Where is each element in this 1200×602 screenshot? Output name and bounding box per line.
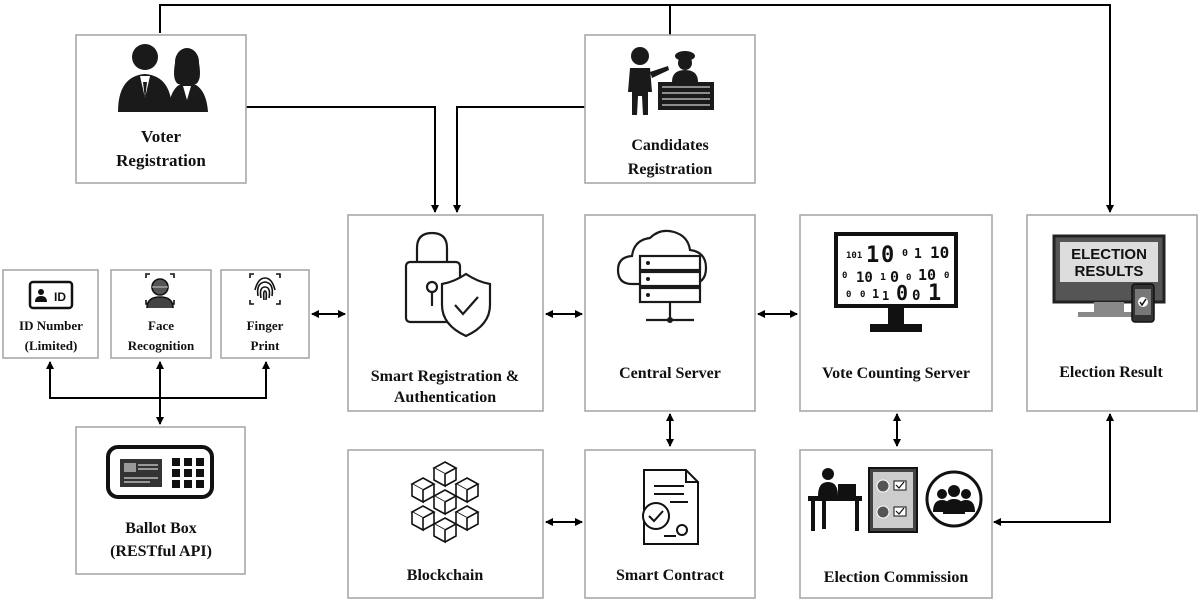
svg-text:0: 0 <box>881 243 894 268</box>
election-results-screen-line-1: ELECTION <box>1071 246 1147 263</box>
election-results-screen-line-2: RESULTS <box>1075 263 1144 280</box>
smart-contract-label: Smart Contract <box>616 567 725 584</box>
voter-registration-label-2: Registration <box>116 151 206 170</box>
blockchain-label: Blockchain <box>407 567 484 584</box>
central-server-label: Central Server <box>619 365 721 382</box>
svg-text:0: 0 <box>842 271 847 281</box>
ballot-box-label-2: (RESTful API) <box>110 543 212 560</box>
svg-text:1: 1 <box>928 281 941 306</box>
central-server-node: Central Server <box>584 214 756 412</box>
vote-counting-server-node: 101 1 0 0 1 10 0 10 1 0 0 10 0 0 0 1 1 0… <box>799 214 993 412</box>
blockchain-node: Blockchain <box>347 449 544 599</box>
candidates-registration-label-2: Registration <box>628 161 713 178</box>
svg-text:0: 0 <box>846 290 851 300</box>
svg-text:1: 1 <box>914 247 922 262</box>
face-recognition-node: Face Recognition <box>110 269 212 359</box>
finger-print-label-1: Finger <box>247 318 284 333</box>
finger-print-label-2: Print <box>251 338 281 353</box>
svg-text:0: 0 <box>944 271 949 281</box>
svg-text:10: 10 <box>918 266 936 284</box>
candidate-list-icon <box>868 467 918 533</box>
candidates-desk-icon <box>628 47 714 115</box>
lock-shield-icon <box>404 231 492 338</box>
connector-voter-to-result <box>159 4 1114 213</box>
election-commission-label: Election Commission <box>824 569 969 586</box>
election-result-label: Election Result <box>1059 364 1163 381</box>
id-number-label-1: ID Number <box>19 318 83 333</box>
connectors <box>46 4 1114 526</box>
svg-text:1: 1 <box>882 289 889 303</box>
voter-registration-node: Voter Registration <box>75 34 247 184</box>
smart-registration-label-1: Smart Registration & <box>371 368 519 385</box>
voter-registration-label-1: Voter <box>141 127 181 146</box>
svg-text:0: 0 <box>906 273 911 283</box>
svg-text:10: 10 <box>856 270 873 286</box>
commission-icons <box>808 467 983 533</box>
candidates-registration-node: Candidates Registration <box>584 34 756 184</box>
connector-biometric-bus <box>46 361 270 399</box>
connector-voter-to-smartreg <box>246 106 439 213</box>
face-scan-icon <box>145 273 175 309</box>
svg-text:0: 0 <box>902 248 908 259</box>
svg-text:1: 1 <box>866 243 879 268</box>
candidates-registration-label-1: Candidates <box>631 137 708 154</box>
smart-registration-label-2: Authentication <box>394 389 496 406</box>
svg-text:0: 0 <box>912 288 920 304</box>
id-number-node: ID ID Number (Limited) <box>2 269 99 359</box>
voter-people-icon <box>118 44 208 112</box>
finger-print-node: Finger Print <box>220 269 310 359</box>
ballot-box-node: Ballot Box (RESTful API) <box>75 426 246 575</box>
id-card-icon: ID <box>28 280 74 310</box>
svg-text:10: 10 <box>930 243 949 262</box>
vote-counting-server-label: Vote Counting Server <box>822 365 970 382</box>
svg-text:0: 0 <box>896 281 908 305</box>
face-recognition-label-2: Recognition <box>128 338 195 353</box>
election-result-node: ELECTION RESULTS Election Result <box>1026 214 1198 412</box>
binary-monitor-icon: 101 1 0 0 1 10 0 10 1 0 0 10 0 0 0 1 1 0… <box>834 232 958 332</box>
svg-text:101: 101 <box>846 251 862 261</box>
id-number-label-2: (Limited) <box>25 338 78 353</box>
svg-text:1: 1 <box>872 287 879 301</box>
election-commission-node: Election Commission <box>799 449 993 599</box>
ballot-box-label-1: Ballot Box <box>125 520 197 537</box>
election-results-monitor-icon: ELECTION RESULTS <box>1052 234 1166 323</box>
svg-text:0: 0 <box>890 268 899 286</box>
svg-text:1: 1 <box>880 272 886 283</box>
id-badge-text: ID <box>54 290 66 304</box>
blockchain-cubes-icon <box>410 461 480 544</box>
smart-registration-node: Smart Registration & Authentication <box>347 214 544 412</box>
connector-candidates-to-smartreg <box>453 106 585 213</box>
svg-text:0: 0 <box>860 290 865 300</box>
ballot-machine-icon <box>106 445 214 499</box>
fingerprint-icon <box>249 273 281 305</box>
face-recognition-label-1: Face <box>148 318 174 333</box>
cloud-server-icon <box>616 229 708 322</box>
connector-commission-result <box>993 413 1114 526</box>
smart-contract-node: Smart Contract <box>584 449 756 599</box>
contract-check-icon <box>642 469 699 545</box>
officer-desk-icon <box>808 468 862 531</box>
group-circle-icon <box>925 470 983 528</box>
